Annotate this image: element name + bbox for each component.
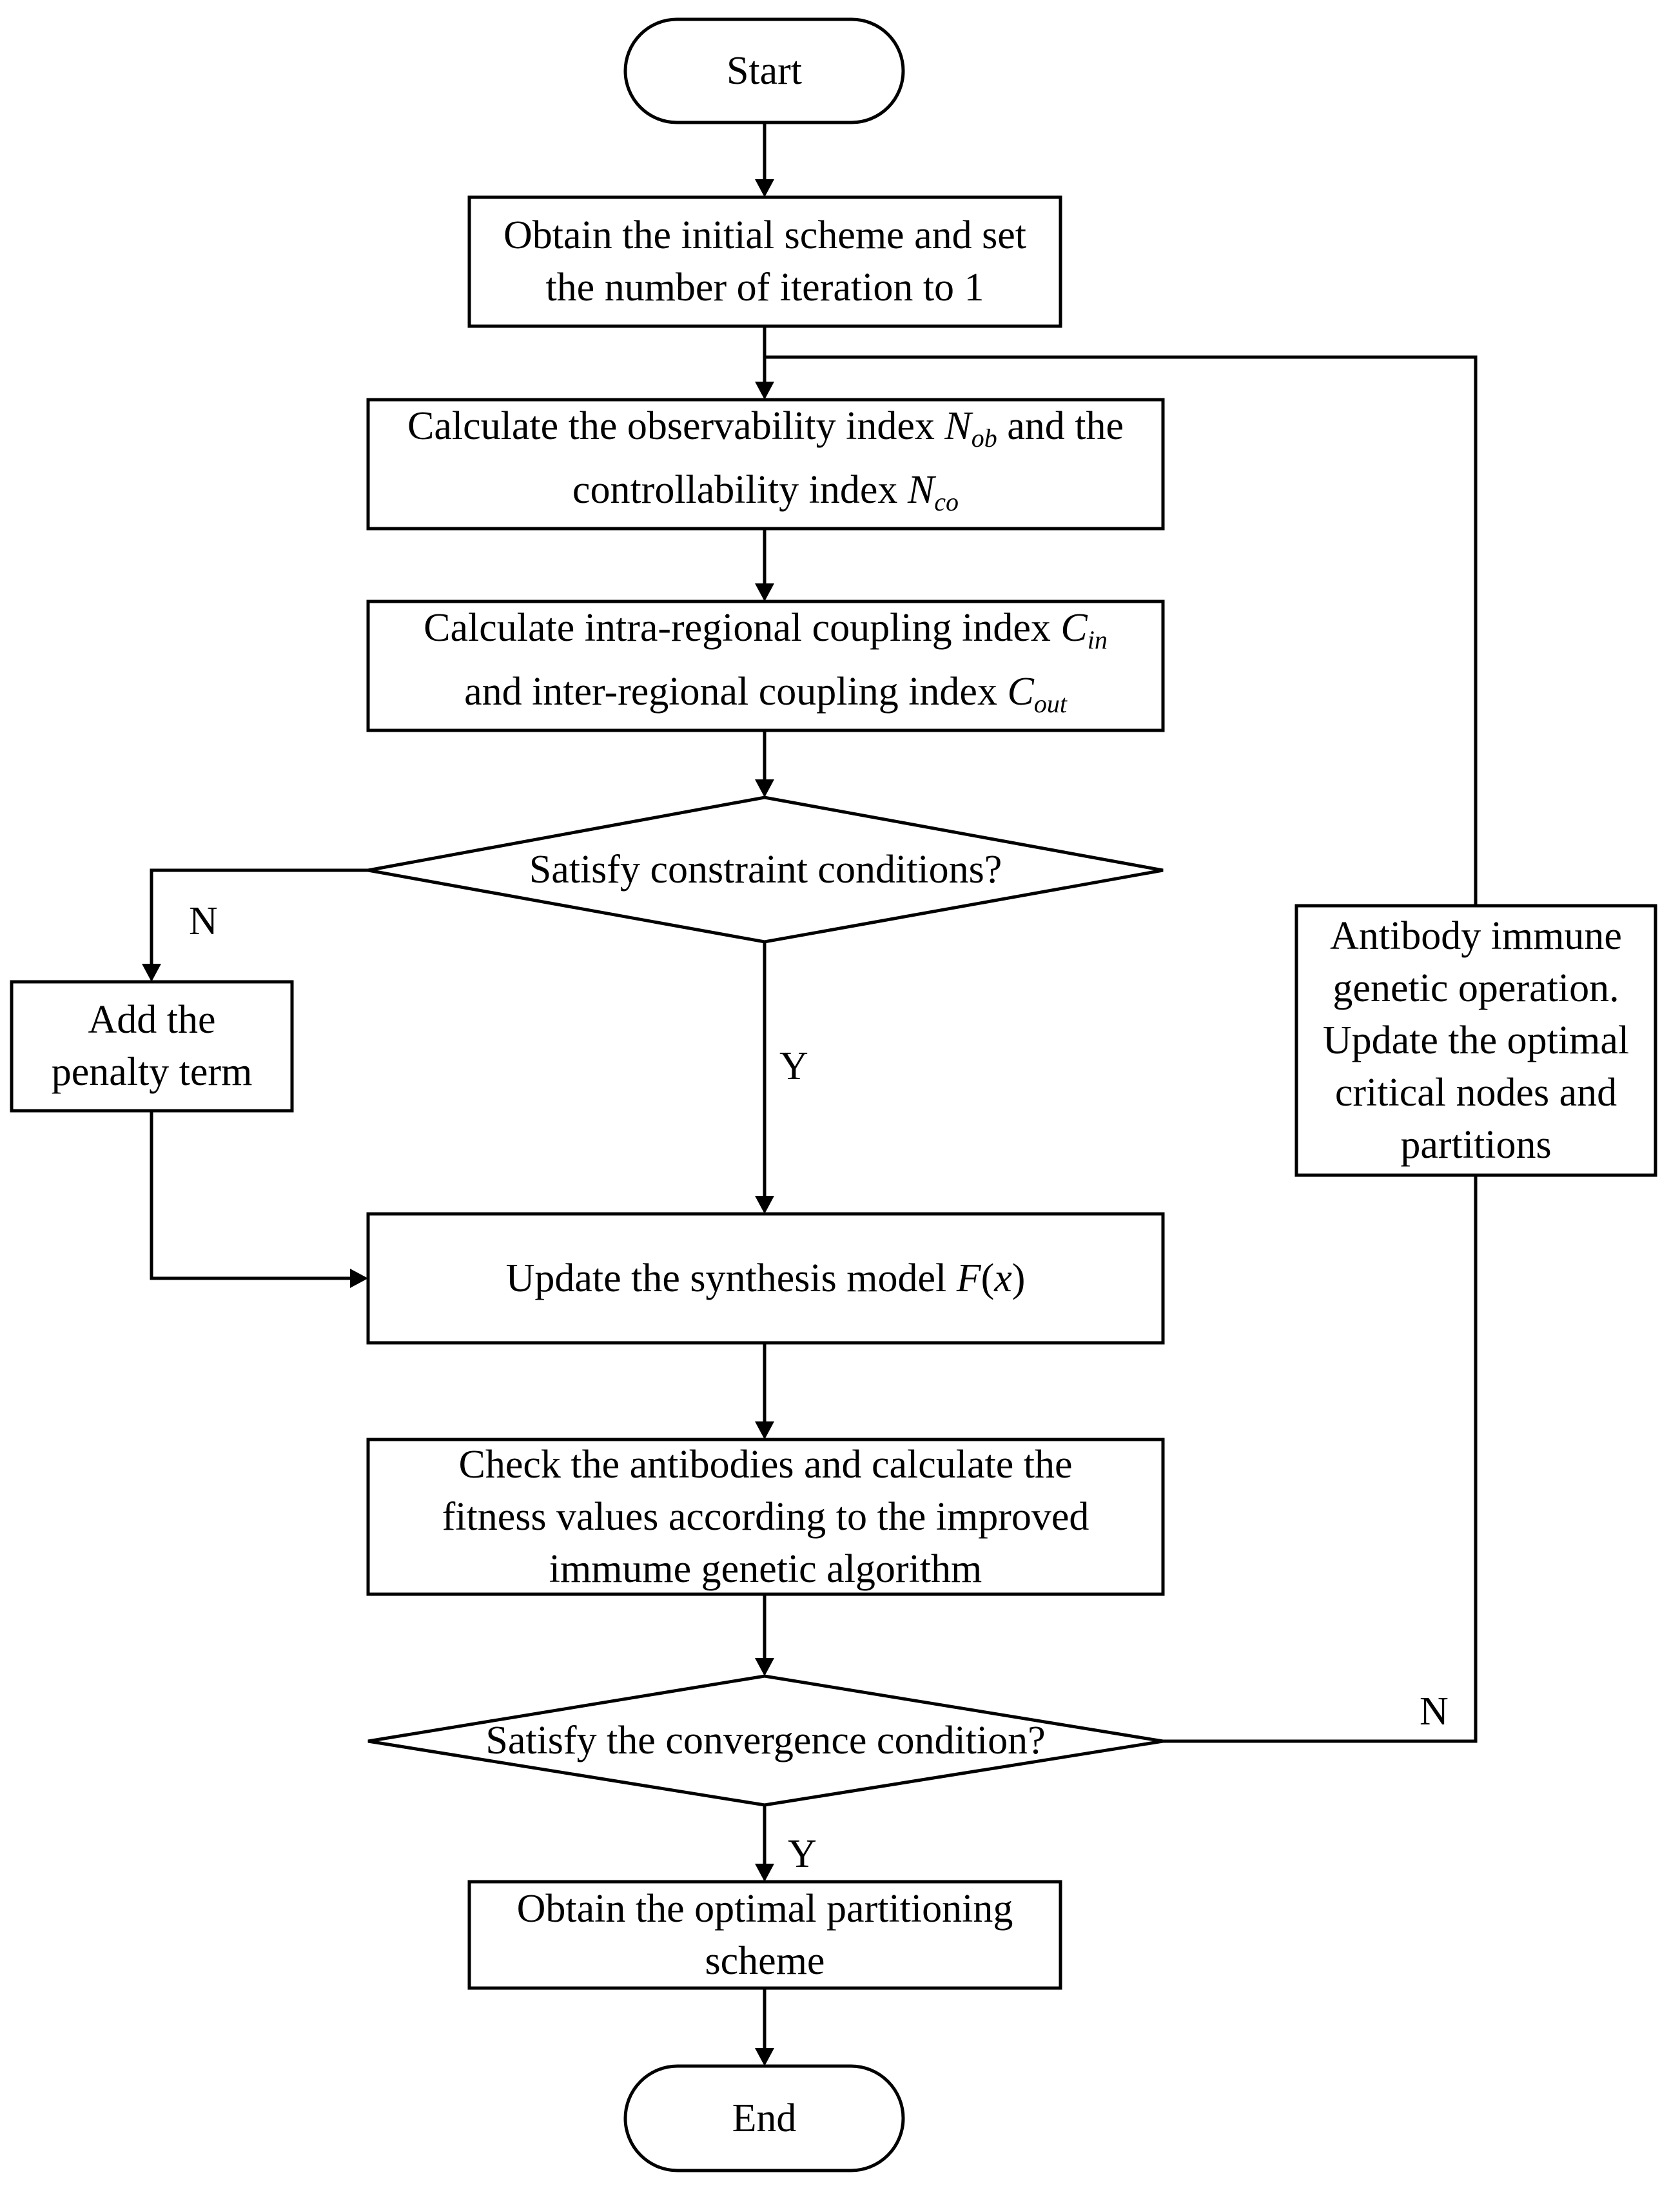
calc-index-text: Calculate the observability index: [407, 404, 945, 448]
calc-coupling-line-1: Calculate intra-regional coupling index …: [424, 602, 1108, 666]
optimal-line-1: Obtain the optimal partitioning: [516, 1886, 1013, 1931]
antibody-line-3: Update the optimal: [1322, 1018, 1630, 1062]
constraint-label: Satisfy constraint conditions?: [529, 847, 1002, 892]
end-terminal: End: [625, 2066, 903, 2171]
check-line-2: fitness values according to the improved: [442, 1494, 1089, 1539]
calc-index-step: Calculate the observability index Nob an…: [368, 400, 1163, 529]
calc-coupling-line-2: and inter-regional coupling index Cout: [464, 666, 1067, 730]
optimal-line-2: scheme: [705, 1938, 825, 1983]
check-box-shape: [366, 1438, 1165, 1596]
x-symbol: x: [994, 1256, 1012, 1300]
update-model-step: Update the synthesis model F(x): [368, 1214, 1163, 1343]
init-step: Obtain the initial scheme and set the nu…: [469, 197, 1060, 326]
update-model-box-shape: [366, 1212, 1165, 1345]
update-model-label: Update the synthesis model F(x): [505, 1256, 1026, 1300]
calc-index-text-2: controllability index: [572, 468, 908, 512]
c-in-symbol: Cin: [1060, 606, 1108, 654]
constraint-decision: Satisfy constraint conditions?: [368, 797, 1163, 942]
check-line-3: immume genetic algorithm: [549, 1547, 982, 1591]
optimal-box-shape: [467, 1880, 1062, 1990]
start-label: Start: [726, 48, 803, 93]
antibody-line-4: critical nodes and: [1334, 1070, 1617, 1115]
penalty-step: Add the penalty term: [12, 982, 292, 1111]
convergence-label: Satisfy the convergence condition?: [485, 1718, 1046, 1762]
arrowhead: [755, 583, 774, 601]
constraint-no-label: N: [189, 899, 218, 943]
init-line-1: Obtain the initial scheme and set: [503, 213, 1026, 257]
arrowhead: [755, 179, 774, 197]
check-line-1: Check the antibodies and calculate the: [458, 1442, 1073, 1487]
f-symbol: F: [956, 1256, 981, 1300]
c-out-symbol: Cout: [1007, 670, 1067, 718]
calc-coupling-text-2: and inter-regional coupling index: [464, 670, 1008, 714]
end-label: End: [732, 2096, 797, 2140]
arrowhead: [755, 779, 774, 797]
start-terminal: Start: [625, 19, 903, 122]
arrowhead: [755, 1658, 774, 1676]
arrowhead: [755, 1421, 774, 1439]
penalty-line-2: penalty term: [51, 1050, 253, 1094]
calc-coupling-step: Calculate intra-regional coupling index …: [368, 601, 1163, 730]
edge-penalty-to-update: [150, 1111, 353, 1280]
penalty-line-1: Add the: [88, 998, 216, 1042]
antibody-line-1: Antibody immune: [1330, 913, 1622, 958]
antibody-step: Antibody immune genetic operation. Updat…: [1296, 906, 1656, 1175]
arrowhead: [755, 1196, 774, 1214]
arrowhead: [755, 382, 774, 400]
end-terminal-shape: [623, 2064, 905, 2172]
edge-antibody-loop-back: [765, 355, 1478, 906]
calc-coupling-text: Calculate intra-regional coupling index: [424, 606, 1061, 650]
penalty-box-shape: [10, 980, 294, 1113]
calc-index-box-shape: [366, 398, 1165, 531]
antibody-line-5: partitions: [1400, 1122, 1552, 1167]
convergence-yes-label: Y: [788, 1832, 817, 1876]
optimal-step: Obtain the optimal partitioning scheme: [469, 1882, 1060, 1988]
constraint-yes-label: Y: [779, 1044, 808, 1088]
calc-index-line-2: controllability index Nco: [572, 464, 959, 528]
constraint-diamond-shape: [367, 795, 1164, 944]
arrowhead: [142, 964, 161, 982]
convergence-decision: Satisfy the convergence condition?: [368, 1676, 1163, 1805]
init-line-2: the number of iteration to 1: [545, 266, 984, 309]
calc-coupling-box-shape: [366, 600, 1165, 732]
arrowhead: [755, 1864, 774, 1882]
calc-index-text-suffix: and the: [997, 404, 1124, 448]
arrowhead: [755, 2048, 774, 2066]
n-ob-symbol: Nob: [944, 404, 997, 453]
arrowhead: [350, 1269, 368, 1288]
edge-constraint-no-to-penalty: [150, 868, 368, 966]
edge-convergence-no-to-antibody: [1163, 1175, 1478, 1743]
calc-index-line-1: Calculate the observability index Nob an…: [407, 400, 1124, 464]
convergence-no-label: N: [1420, 1690, 1449, 1733]
antibody-box-shape: [1294, 904, 1657, 1177]
n-co-symbol: Nco: [907, 468, 959, 516]
antibody-line-2: genetic operation.: [1333, 966, 1619, 1010]
check-step: Check the antibodies and calculate the f…: [368, 1439, 1163, 1594]
